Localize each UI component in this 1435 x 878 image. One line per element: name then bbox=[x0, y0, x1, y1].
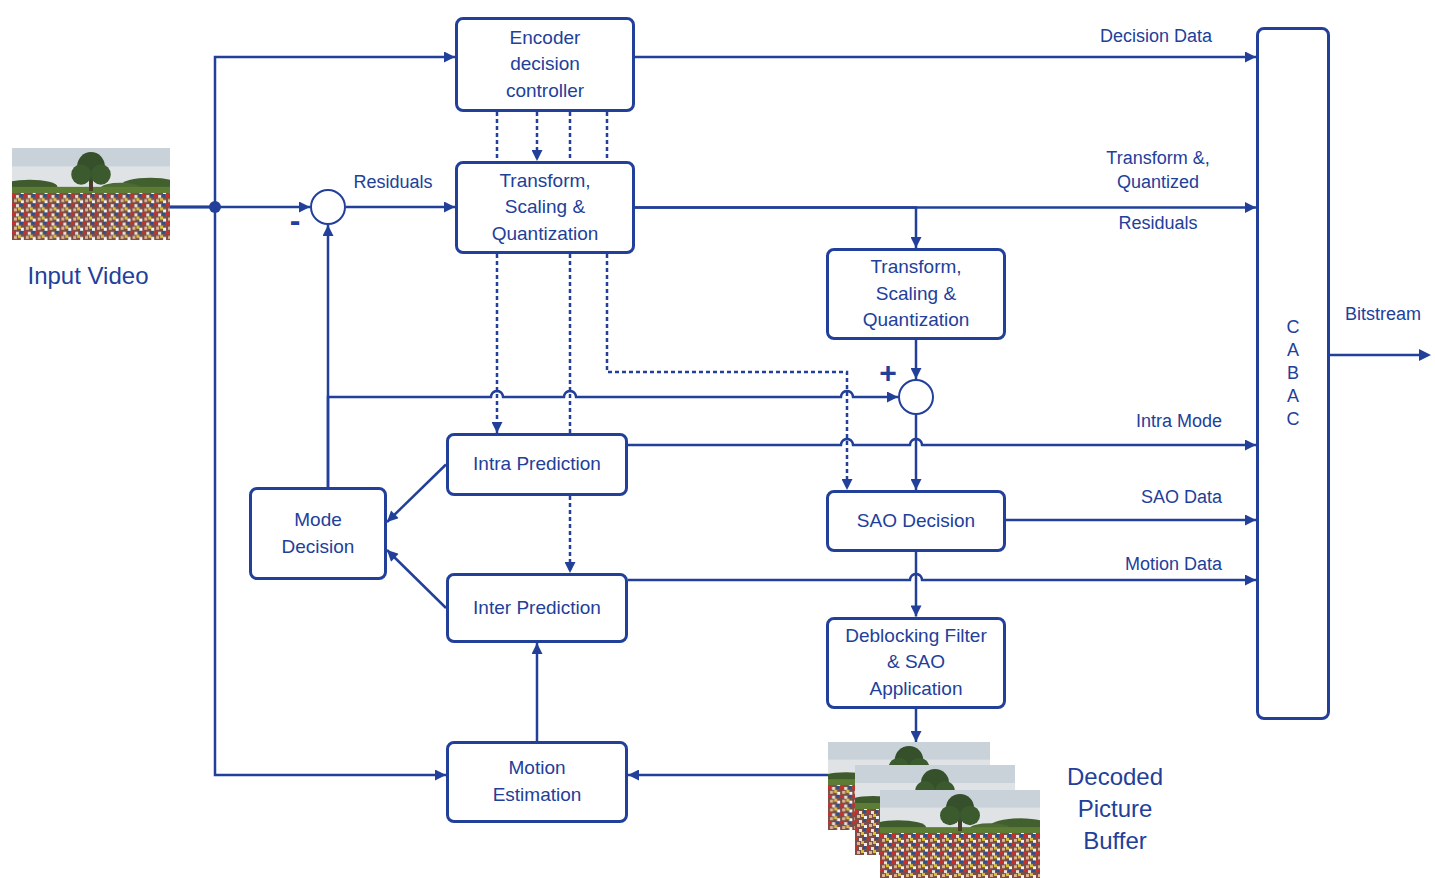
control-arrow bbox=[536, 112, 539, 161]
input-video-frame: Input Video bbox=[12, 148, 170, 240]
signal-label: Motion Data bbox=[1072, 553, 1222, 576]
adder-circle: + bbox=[898, 379, 934, 415]
node-label: Deblocking Filter & SAO Application bbox=[841, 623, 991, 703]
flow-arrow bbox=[628, 439, 1256, 445]
flow-arrow bbox=[628, 574, 1256, 580]
output-label: Bitstream bbox=[1345, 303, 1431, 326]
node-label: Mode Decision bbox=[273, 507, 363, 560]
flow-arrow bbox=[915, 415, 918, 490]
flow-arrow bbox=[346, 206, 455, 209]
flow-arrow bbox=[915, 709, 918, 743]
flow-arrow bbox=[628, 774, 828, 777]
control-arrow bbox=[496, 112, 499, 161]
flow-arrow bbox=[635, 56, 1256, 59]
process-box: Deblocking Filter & SAO Application bbox=[826, 617, 1006, 709]
output-arrow bbox=[1330, 354, 1420, 357]
subtractor-circle: - bbox=[310, 189, 346, 225]
process-box: Transform, Scaling & Quantization bbox=[826, 248, 1006, 340]
flow-arrow bbox=[1006, 519, 1256, 522]
node-label: Motion Estimation bbox=[482, 755, 592, 808]
flow-arrow bbox=[915, 340, 918, 379]
video-frame-picture bbox=[2, 148, 180, 240]
signal-label: Decision Data bbox=[1062, 25, 1212, 48]
node-label: Transform, Scaling & Quantization bbox=[479, 168, 611, 248]
flow-arrow bbox=[536, 643, 539, 741]
process-box: Inter Prediction bbox=[446, 573, 628, 643]
picture-buffer-stack: Decoded Picture Buffer bbox=[828, 742, 1040, 878]
node-label: C A B A C bbox=[1284, 316, 1302, 431]
process-box: Encoder decision controller bbox=[455, 17, 635, 112]
signal-label: Transform &, Quantized bbox=[1083, 146, 1233, 194]
node-label: SAO Decision bbox=[857, 508, 975, 535]
node-label: Transform, Scaling & Quantization bbox=[850, 254, 982, 334]
video-frame-picture bbox=[870, 790, 1050, 878]
signal-label: Intra Mode bbox=[1072, 410, 1222, 433]
signal-label: Residuals bbox=[1108, 212, 1208, 235]
frame-caption: Input Video bbox=[0, 262, 176, 291]
flow-arrow bbox=[387, 550, 446, 608]
signal-label: SAO Data bbox=[1072, 486, 1222, 509]
decision-box: Mode Decision bbox=[249, 487, 387, 580]
control-arrow bbox=[606, 112, 609, 161]
flow-arrow bbox=[170, 57, 455, 207]
sign-mark: - bbox=[285, 204, 305, 236]
flow-arrow bbox=[915, 552, 918, 617]
process-box: SAO Decision bbox=[826, 490, 1006, 552]
control-arrow bbox=[496, 254, 499, 433]
process-box: Transform, Scaling & Quantization bbox=[455, 161, 635, 254]
signal-label: Residuals bbox=[348, 171, 438, 194]
entropy-coder-box: C A B A C bbox=[1256, 27, 1330, 720]
control-arrow bbox=[607, 254, 847, 490]
control-arrow bbox=[569, 254, 572, 433]
process-box: Intra Prediction bbox=[446, 433, 628, 496]
node-label: Encoder decision controller bbox=[489, 25, 601, 105]
flow-arrow bbox=[170, 207, 446, 775]
sign-mark: + bbox=[878, 358, 898, 388]
control-arrow bbox=[569, 112, 572, 161]
flow-arrow bbox=[635, 208, 916, 249]
flow-arrow bbox=[387, 465, 446, 523]
output-arrowhead bbox=[1419, 349, 1431, 361]
buffer-caption: Decoded Picture Buffer bbox=[1050, 761, 1180, 857]
node-label: Intra Prediction bbox=[473, 451, 601, 478]
node-label: Inter Prediction bbox=[473, 595, 601, 622]
control-arrow bbox=[569, 496, 572, 573]
process-box: Motion Estimation bbox=[446, 741, 628, 823]
